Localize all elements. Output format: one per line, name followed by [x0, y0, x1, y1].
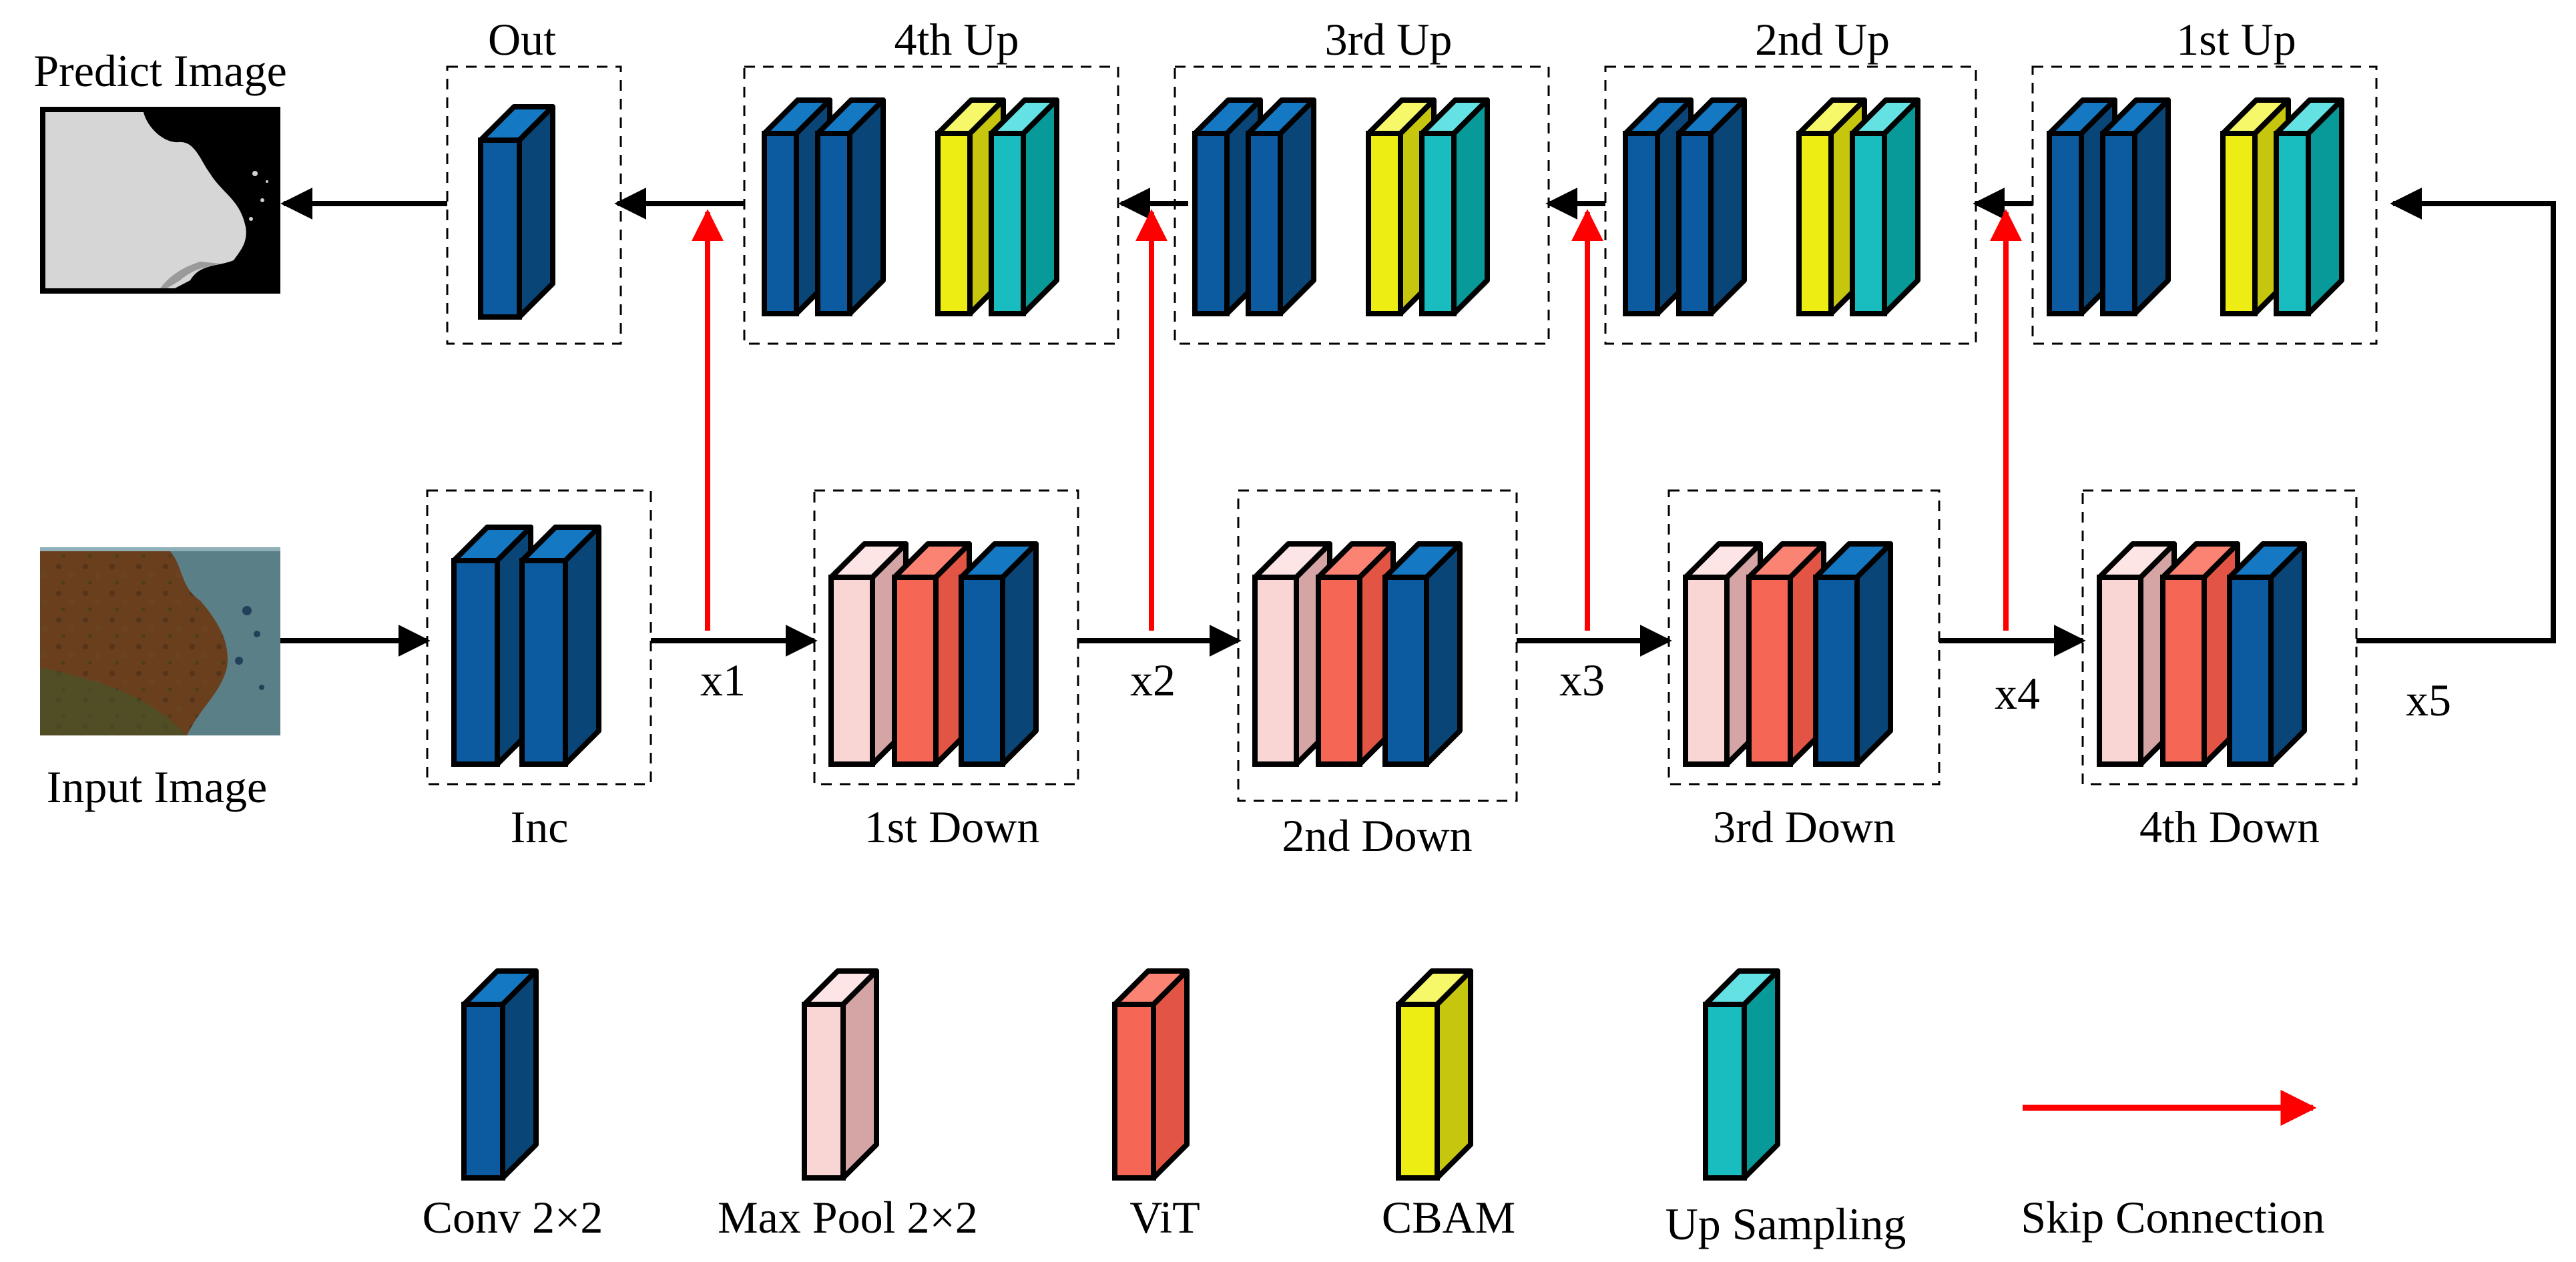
- down4-to-up1-arrow: [2356, 188, 2556, 643]
- legend-vit-block: [1112, 968, 1190, 1181]
- up1-module-label: 1st Up: [2176, 14, 2296, 65]
- x2-label: x2: [1130, 655, 1176, 705]
- predict-image: [40, 107, 280, 294]
- up2-upsampling-block: [1850, 97, 1920, 316]
- down3-conv-block: [1813, 541, 1893, 767]
- legend-vit-label: ViT: [1129, 1192, 1200, 1243]
- down1-module-label: 1st Down: [864, 802, 1040, 852]
- down4-conv-block: [2227, 541, 2307, 767]
- up1-conv-block-2: [2100, 97, 2171, 316]
- up4-conv-block-2: [815, 97, 886, 316]
- legend-maxpool-label: Max Pool 2×2: [718, 1192, 978, 1243]
- inc-conv-block-2: [519, 525, 601, 767]
- out-conv-block: [478, 104, 555, 320]
- x3-label: x3: [1559, 655, 1605, 705]
- input-image: [40, 547, 280, 735]
- down1-vit-block: [892, 541, 972, 767]
- down2-module-box: [1237, 489, 1518, 802]
- input-image-label: Input Image: [46, 761, 268, 812]
- down4-module-label: 4th Down: [2139, 802, 2320, 852]
- x4-label: x4: [1995, 668, 2040, 719]
- down1-conv-block: [959, 541, 1039, 767]
- down4-module-box: [2081, 489, 2358, 785]
- down2-conv-block: [1382, 541, 1463, 767]
- legend-maxpool-block: [802, 968, 879, 1181]
- out-module-label: Out: [488, 14, 556, 65]
- down4-vit-block: [2160, 541, 2240, 767]
- down3-module-label: 3rd Down: [1713, 802, 1896, 852]
- down2-module-label: 2nd Down: [1282, 810, 1473, 861]
- legend-cbam-block: [1396, 968, 1473, 1181]
- legend-skip-label: Skip Connection: [2021, 1192, 2325, 1243]
- legend-cbam-label: CBAM: [1381, 1192, 1516, 1243]
- predict-image-label: Predict Image: [33, 45, 287, 96]
- x1-label: x1: [700, 655, 746, 705]
- up4-upsampling-block: [989, 97, 1059, 316]
- down3-vit-block: [1746, 541, 1826, 767]
- flow-connections: [280, 188, 2556, 657]
- up4-module-label: 4th Up: [894, 14, 1019, 65]
- skip-connections: [692, 209, 2022, 631]
- up3-module-label: 3rd Up: [1324, 14, 1453, 65]
- x5-label: x5: [2406, 675, 2451, 725]
- legend-conv-label: Conv 2×2: [422, 1192, 603, 1243]
- legend-upsampling-label: Up Sampling: [1665, 1199, 1906, 1249]
- up2-conv-block-2: [1676, 97, 1747, 316]
- down2-vit-block: [1316, 541, 1396, 767]
- up3-upsampling-block: [1419, 97, 1490, 316]
- down1-module-box: [813, 489, 1079, 785]
- legend-upsampling-block: [1703, 968, 1780, 1181]
- inc-module-label: Inc: [510, 802, 569, 852]
- up3-conv-block-2: [1246, 97, 1316, 316]
- up2-module-label: 2nd Up: [1754, 14, 1890, 65]
- inc-conv-block-1: [451, 525, 533, 767]
- up1-upsampling-block: [2274, 97, 2344, 316]
- legend-conv-block: [461, 968, 539, 1181]
- layer-blocks: [451, 97, 2344, 1181]
